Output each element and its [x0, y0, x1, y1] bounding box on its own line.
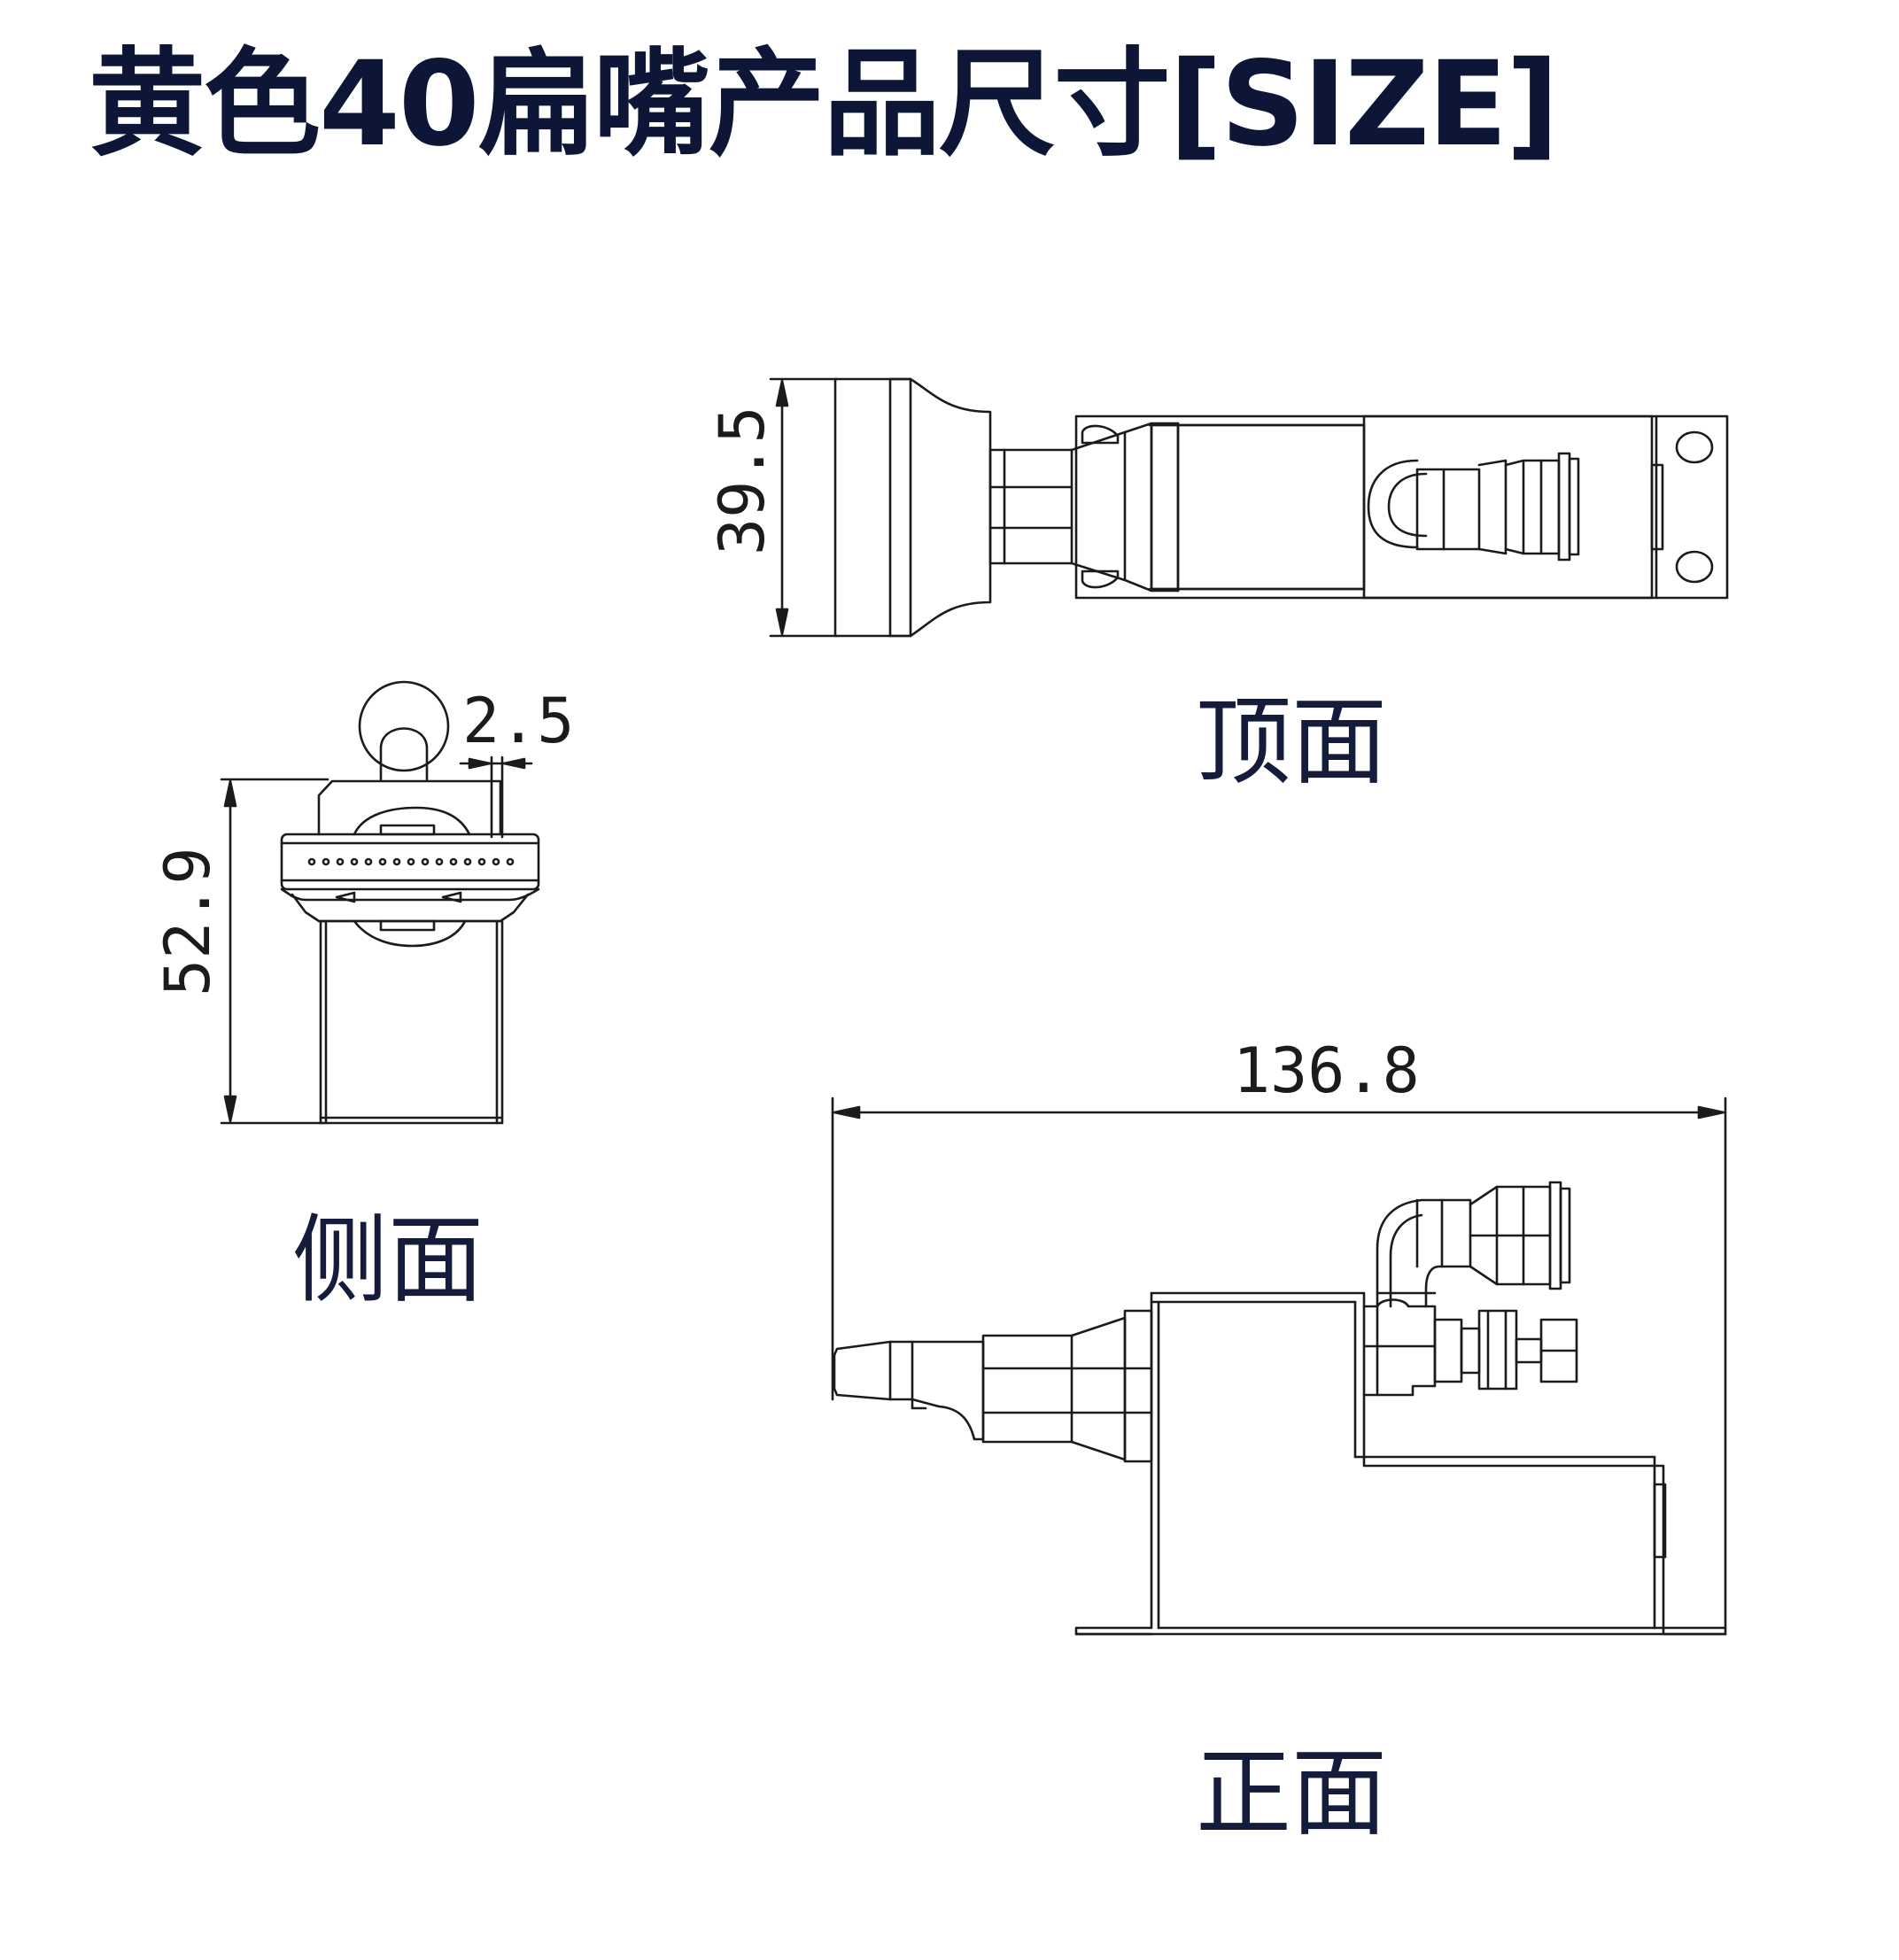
front-view-drawing: 136.8 [833, 1034, 1725, 1634]
front-valve [1364, 1300, 1577, 1396]
front-nozzle [834, 1311, 1151, 1461]
base-body [1072, 416, 1727, 598]
side-view-ring [360, 682, 448, 779]
nozzle-holes [309, 859, 513, 864]
front-view-width-dimension: 136.8 [833, 1034, 1725, 1634]
nozzle-head [835, 379, 990, 636]
top-view-drawing: 39.5 [706, 379, 1727, 636]
side-view-gap-label: 2.5 [462, 685, 574, 757]
front-body [1076, 1293, 1725, 1634]
shaft [990, 450, 1072, 563]
front-elbow-fitting [1377, 1182, 1570, 1306]
page-title: 黄色40扁嘴产品尺寸[SIZE] [89, 36, 1559, 173]
side-view-body [282, 781, 539, 1123]
push-fitting [1368, 453, 1578, 560]
front-view-width-label: 136.8 [1233, 1034, 1420, 1107]
top-view-label: 顶面 [1196, 687, 1388, 798]
side-view-gap-dimension: 2.5 [461, 685, 574, 837]
front-view-label: 正面 [1196, 1739, 1388, 1849]
side-view-height-dimension: 52.9 [151, 779, 328, 1123]
side-view-drawing: 52.9 2.5 [151, 682, 574, 1123]
side-view-label: 侧面 [292, 1205, 484, 1316]
side-view-height-label: 52.9 [151, 847, 224, 996]
mounting-holes [1677, 432, 1712, 582]
top-view-dimension: 39.5 [706, 379, 837, 636]
top-view-dimension-label: 39.5 [706, 406, 779, 555]
